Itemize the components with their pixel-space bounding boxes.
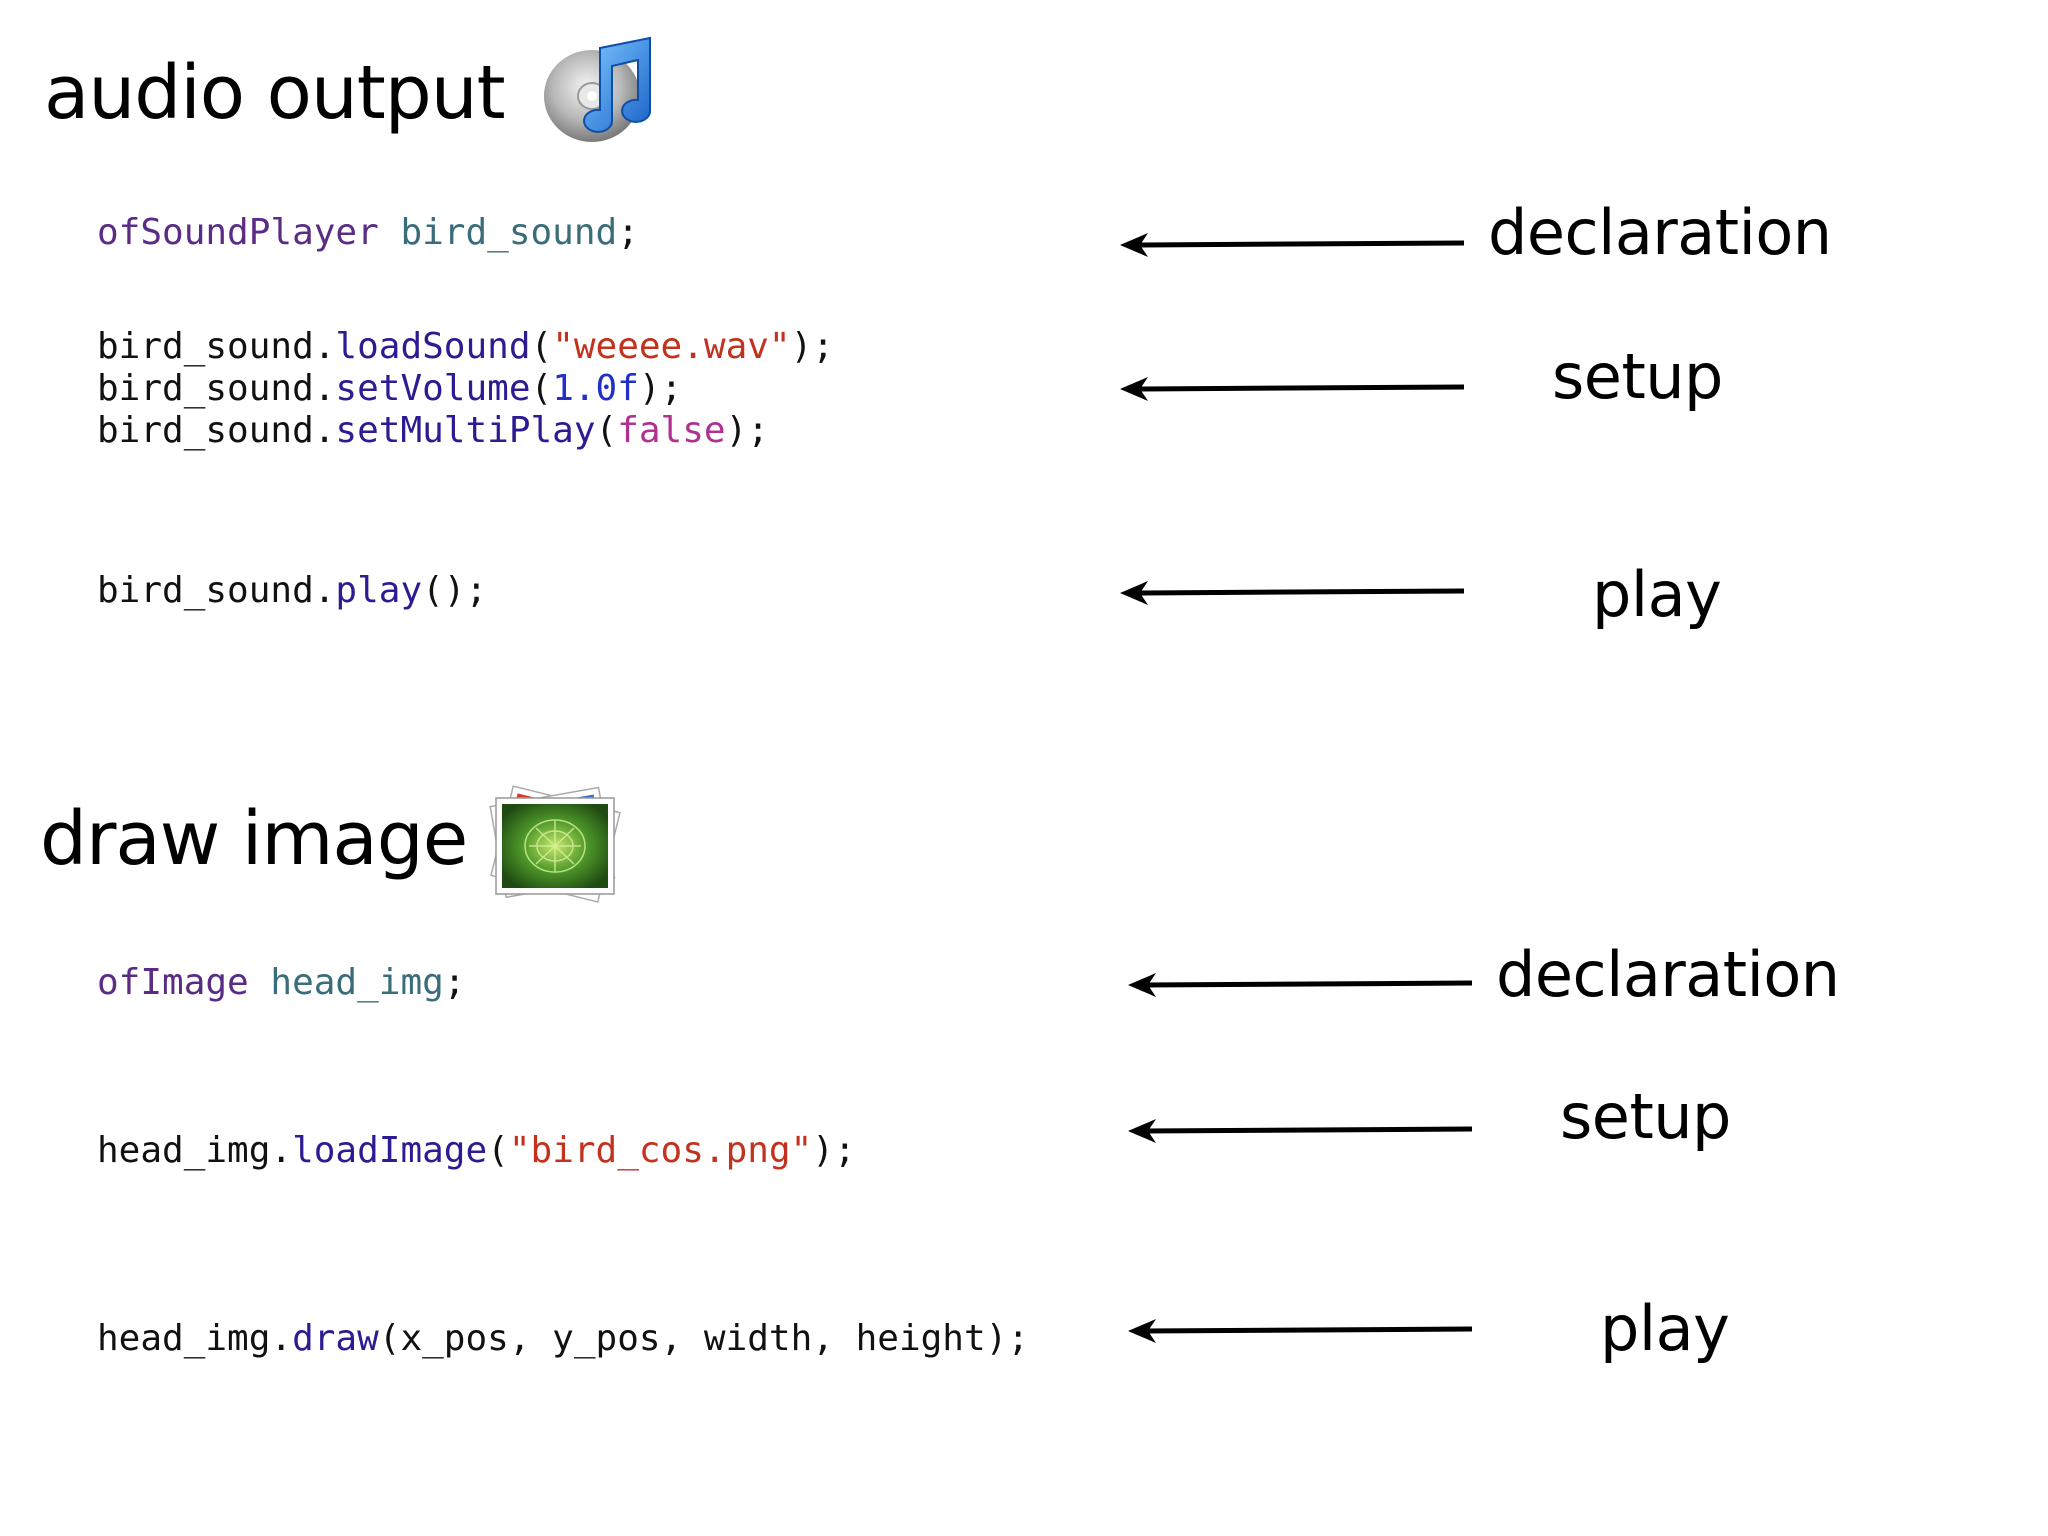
section-title-image: draw image [40,796,468,882]
code-token: head_img. [97,1318,293,1359]
code-sound-setup: bird_sound.loadSound("weeee.wav");bird_s… [97,326,834,452]
code-token: ( [530,326,553,367]
code-token: play [335,570,423,611]
code-sound-play: bird_sound.play(); [97,570,487,612]
code-token: ; [443,962,466,1003]
code-line: bird_sound.setMultiPlay(false); [97,410,834,452]
code-line: bird_sound.loadSound("weeee.wav"); [97,326,834,368]
code-token: ( [487,1130,509,1171]
left-arrow-icon [1118,374,1468,409]
code-token: bird_sound. [97,410,336,451]
code-token: ; [617,212,639,253]
code-token: ); [812,1130,856,1171]
label-declaration: declaration [1488,196,1832,269]
code-token: draw [292,1318,379,1359]
code-token: ); [790,326,834,367]
left-arrow-icon [1126,1316,1476,1351]
label-play: play [1600,1292,1730,1365]
code-line: ofImage head_img; [97,962,465,1004]
code-line: bird_sound.setVolume(1.0f); [97,368,834,410]
code-line: ofSoundPlayer bird_sound; [97,212,639,254]
code-token: false [617,410,726,451]
code-token: "weeee.wav" [552,326,791,367]
left-arrow-icon [1118,578,1468,613]
code-token [379,212,401,253]
code-token: ( [595,410,618,451]
code-token: (); [422,570,488,611]
code-token: ofSoundPlayer [97,212,379,253]
code-token [249,962,271,1003]
code-token: bird_sound. [97,368,336,409]
code-token: bird_sound. [97,570,336,611]
code-sound-declaration: ofSoundPlayer bird_sound; [97,212,639,254]
code-token: ); [638,368,683,409]
label-setup: setup [1560,1080,1731,1153]
code-token: bird_sound [400,212,618,253]
code-token: ofImage [97,962,249,1003]
itunes-music-note-icon [540,34,660,146]
code-image-play: head_img.draw(x_pos, y_pos, width, heigh… [97,1318,1029,1360]
section-title-audio: audio output [44,50,506,136]
left-arrow-icon [1126,970,1476,1005]
code-image-declaration: ofImage head_img; [97,962,465,1004]
code-token: ( [530,368,553,409]
code-image-setup: head_img.loadImage("bird_cos.png"); [97,1130,856,1172]
code-token: loadSound [335,326,531,367]
code-line: bird_sound.play(); [97,570,487,612]
photo-stack-icon [480,776,630,916]
label-setup: setup [1552,340,1723,413]
code-token: setVolume [335,368,531,409]
code-token: (x_pos, y_pos, width, height); [378,1318,1029,1359]
label-declaration: declaration [1496,938,1840,1011]
label-play: play [1592,558,1722,631]
code-token: ); [725,410,769,451]
code-token: loadImage [292,1130,488,1171]
code-line: head_img.draw(x_pos, y_pos, width, heigh… [97,1318,1029,1360]
left-arrow-icon [1126,1116,1476,1151]
code-line: head_img.loadImage("bird_cos.png"); [97,1130,856,1172]
code-token: "bird_cos.png" [508,1130,813,1171]
code-token: 1.0f [552,368,639,409]
left-arrow-icon [1118,230,1468,265]
code-token: setMultiPlay [335,410,596,451]
code-token: head_img. [97,1130,293,1171]
code-token: head_img [270,962,444,1003]
code-token: bird_sound. [97,326,336,367]
